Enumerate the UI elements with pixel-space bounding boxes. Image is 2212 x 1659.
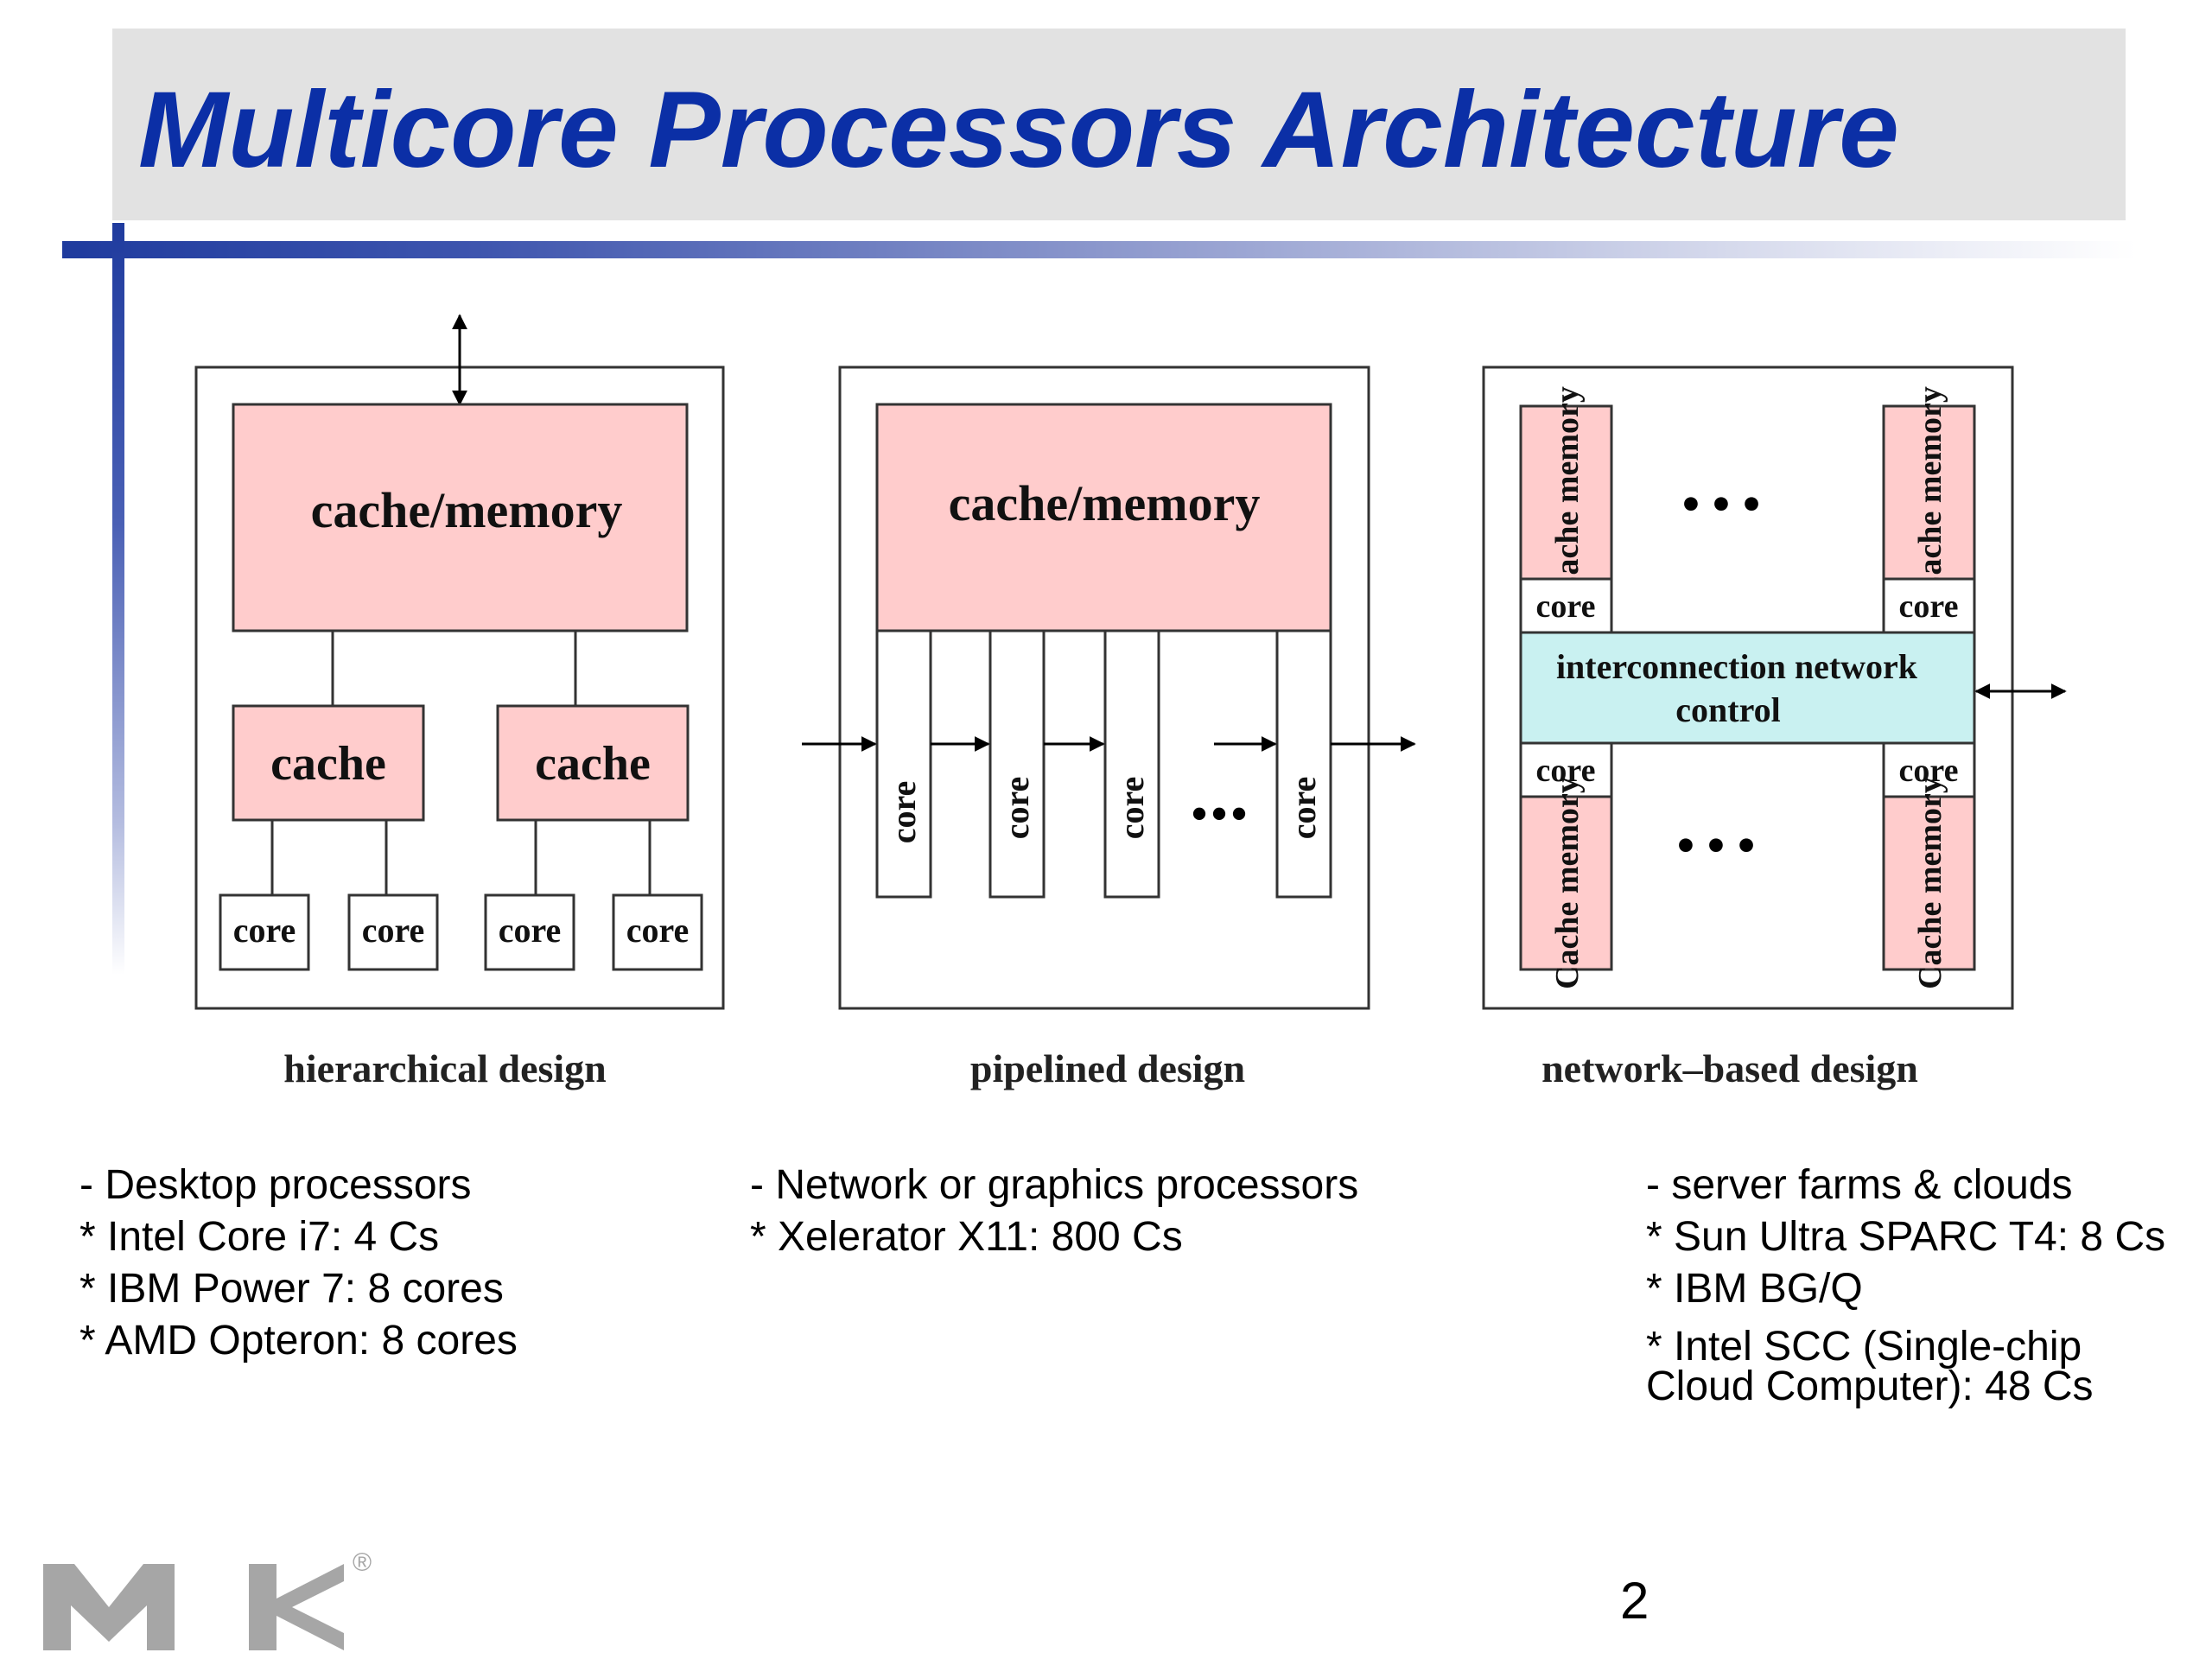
pipelined-core-label-2: core bbox=[997, 777, 1036, 840]
network-ellipsis-top: ••• bbox=[1681, 473, 1771, 536]
hierarchical-cache-label-1: cache bbox=[270, 737, 386, 791]
pipelined-memory-label: cache/memory bbox=[949, 475, 1261, 531]
list-item: * Sun Ultra SPARC T4: 8 Cs bbox=[1646, 1214, 2166, 1260]
hierarchical-examples-list: - Desktop processors * Intel Core i7: 4 … bbox=[79, 1160, 518, 1367]
page-number: 2 bbox=[1620, 1572, 1649, 1630]
network-examples-list: - server farms & clouds * Sun Ultra SPAR… bbox=[1646, 1160, 2166, 1409]
mk-logo: ® bbox=[43, 1548, 372, 1650]
list-item: * Intel SCC (Single-chip Cloud Computer)… bbox=[1646, 1324, 2094, 1409]
hierarchical-core-box-4 bbox=[612, 893, 703, 971]
pipelined-core-label-1: core bbox=[884, 781, 923, 844]
network-caption: network–based design bbox=[1541, 1046, 1918, 1090]
title-band bbox=[112, 29, 2126, 220]
network-cache-memory-label-1: Cache memory bbox=[1549, 386, 1586, 599]
hierarchical-cache-box-1 bbox=[232, 704, 425, 822]
network-cache-memory-label-4: Cache memory bbox=[1912, 777, 1948, 989]
hierarchical-core-label-3: core bbox=[499, 911, 562, 950]
list-item: * AMD Opteron: 8 cores bbox=[79, 1318, 518, 1363]
pipelined-core-label-4: core bbox=[1284, 777, 1323, 840]
hierarchical-core-box-2 bbox=[347, 893, 439, 971]
hierarchical-core-label-1: core bbox=[233, 911, 296, 950]
list-item: - Desktop processors bbox=[79, 1162, 472, 1208]
hierarchical-diagram: cache/memory cache cache core core core … bbox=[194, 314, 725, 1090]
network-cache-memory-box-3 bbox=[1519, 795, 1613, 971]
list-item: * Xelerator X11: 800 Cs bbox=[750, 1214, 1183, 1260]
interconnection-label-line2: control bbox=[1675, 690, 1780, 729]
network-core-box-1 bbox=[1519, 577, 1613, 634]
network-core-box-2 bbox=[1882, 577, 1976, 634]
list-item: * IBM Power 7: 8 cores bbox=[79, 1266, 504, 1312]
hierarchical-core-box-1 bbox=[219, 893, 310, 971]
hierarchical-cache-box-2 bbox=[496, 704, 690, 822]
left-accent-bar bbox=[112, 223, 124, 975]
hierarchical-core-box-3 bbox=[484, 893, 575, 971]
pipelined-core-box-2 bbox=[988, 629, 1046, 899]
network-core-label-1: core bbox=[1536, 588, 1596, 625]
network-core-label-3: core bbox=[1536, 753, 1596, 789]
network-cache-memory-label-3: Cache memory bbox=[1549, 777, 1586, 989]
hierarchical-core-label-4: core bbox=[626, 911, 690, 950]
pipelined-core-box-4 bbox=[1275, 629, 1332, 899]
network-core-box-4 bbox=[1882, 741, 1976, 798]
hierarchical-cache-label-2: cache bbox=[535, 737, 651, 791]
pipelined-core-label-3: core bbox=[1112, 777, 1151, 840]
pipelined-core-box-3 bbox=[1103, 629, 1160, 899]
network-cache-memory-box-4 bbox=[1882, 795, 1976, 971]
network-core-label-4: core bbox=[1899, 753, 1959, 789]
list-item: - Network or graphics processors bbox=[750, 1162, 1359, 1208]
pipelined-examples-list: - Network or graphics processors * Xeler… bbox=[750, 1160, 1358, 1263]
title-underline-bar bbox=[62, 241, 2136, 258]
network-ellipsis-bottom: ••• bbox=[1675, 814, 1766, 877]
pipelined-diagram: cache/memory core core core core ••• pip… bbox=[802, 365, 1416, 1090]
interconnection-label-line1: interconnection network bbox=[1556, 647, 1918, 686]
network-diagram: Cache memory core Cache memory core ••• … bbox=[1482, 365, 2067, 1090]
interconnection-network-box bbox=[1519, 631, 1976, 745]
list-item: * IBM BG/Q bbox=[1646, 1266, 1863, 1312]
network-cache-memory-label-2: Cache memory bbox=[1912, 386, 1948, 599]
network-core-box-3 bbox=[1519, 741, 1613, 798]
pipelined-core-box-1 bbox=[875, 629, 932, 899]
pipelined-caption: pipelined design bbox=[970, 1046, 1245, 1090]
registered-mark: ® bbox=[353, 1548, 372, 1577]
network-core-label-2: core bbox=[1899, 588, 1959, 625]
pipelined-ellipsis: ••• bbox=[1190, 785, 1249, 842]
hierarchical-memory-box bbox=[232, 403, 689, 632]
list-item: * Intel Core i7: 4 Cs bbox=[79, 1214, 440, 1260]
network-cache-memory-box-2 bbox=[1882, 404, 1976, 581]
hierarchical-core-label-2: core bbox=[362, 911, 425, 950]
slide-title: Multicore Processors Architecture bbox=[138, 70, 1899, 190]
pipelined-memory-box bbox=[875, 403, 1332, 632]
list-item: - server farms & clouds bbox=[1646, 1162, 2073, 1208]
network-cache-memory-box-1 bbox=[1519, 404, 1613, 581]
hierarchical-caption: hierarchical design bbox=[283, 1046, 607, 1090]
hierarchical-memory-label: cache/memory bbox=[311, 482, 623, 538]
